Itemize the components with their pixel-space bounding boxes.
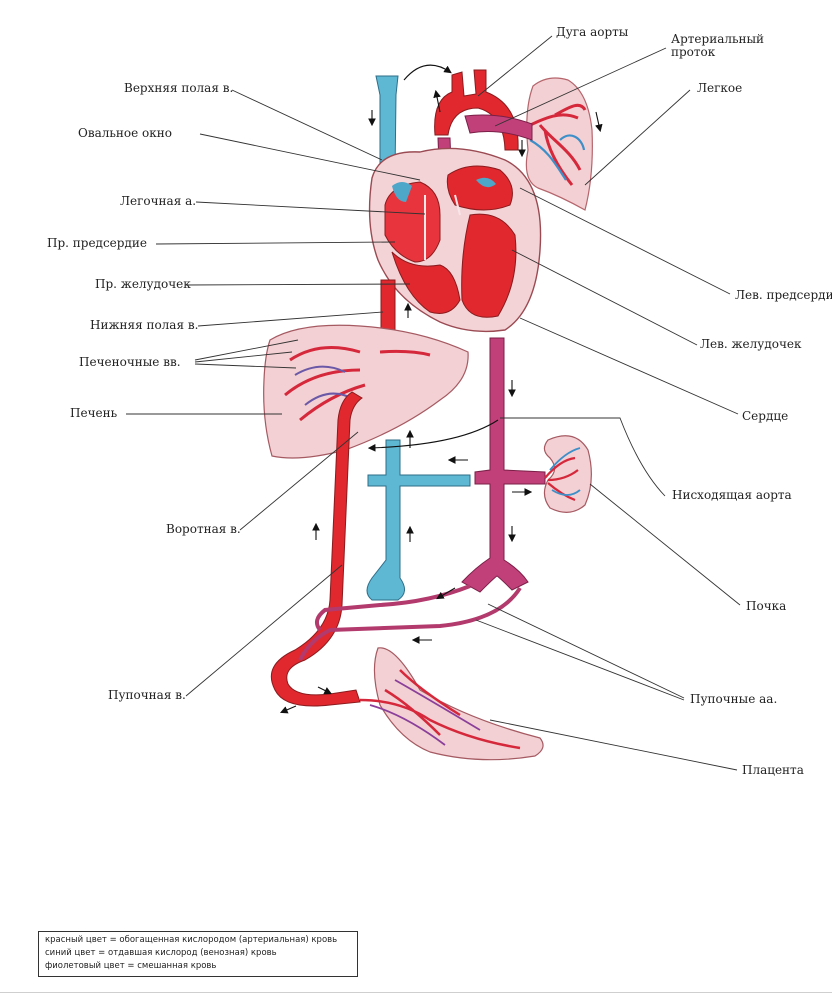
label-portal-vein: Воротная в. <box>166 522 241 536</box>
lower-vena-cava <box>366 439 471 601</box>
legend-blue: синий цвет = отдавшая кислород (венозная… <box>45 948 277 958</box>
label-inferior-vena-cava: Нижняя полая в. <box>90 318 199 332</box>
placenta <box>359 647 544 761</box>
color-legend: красный цвет = обогащенная кислородом (а… <box>38 931 358 977</box>
liver <box>263 324 469 459</box>
label-left-atrium: Лев. предсердие <box>735 288 832 302</box>
label-liver: Печень <box>70 406 118 420</box>
label-left-ventricle: Лев. желудочек <box>700 337 802 351</box>
flow-arrows <box>279 64 603 714</box>
leader-lines <box>126 35 741 771</box>
label-lung: Легкое <box>697 81 743 95</box>
label-foramen-ovale: Овальное окно <box>78 126 172 140</box>
page-bottom-rule <box>0 992 832 993</box>
legend-red: красный цвет = обогащенная кислородом (а… <box>45 935 338 945</box>
label-placenta: Плацента <box>742 763 804 777</box>
label-right-ventricle: Пр. желудочек <box>95 277 191 291</box>
label-pulmonary-artery: Легочная а. <box>120 194 197 208</box>
umbilical-arteries <box>298 584 522 661</box>
lung <box>519 77 593 211</box>
label-superior-vena-cava: Верхняя полая в. <box>124 81 234 95</box>
legend-purple: фиолетовый цвет = смешанная кровь <box>45 961 217 971</box>
label-descending-aorta: Нисходящая аорта <box>672 488 792 502</box>
label-right-atrium: Пр. предсердие <box>47 236 147 250</box>
heart <box>368 147 542 333</box>
label-ductus-arteriosus-line2: проток <box>671 45 716 59</box>
label-ductus-arteriosus-line1: Артериальный <box>671 32 765 46</box>
label-heart: Сердце <box>742 409 789 423</box>
kidney <box>543 435 592 513</box>
descending-aorta <box>461 337 546 593</box>
label-hepatic-veins: Печеночные вв. <box>79 355 181 369</box>
label-kidney: Почка <box>746 599 787 613</box>
label-aortic-arch: Дуга аорты <box>556 25 629 39</box>
label-umbilical-arteries: Пупочные аа. <box>690 692 778 706</box>
umbilical-vein <box>270 391 363 707</box>
label-umbilical-vein: Пупочная в. <box>108 688 186 702</box>
